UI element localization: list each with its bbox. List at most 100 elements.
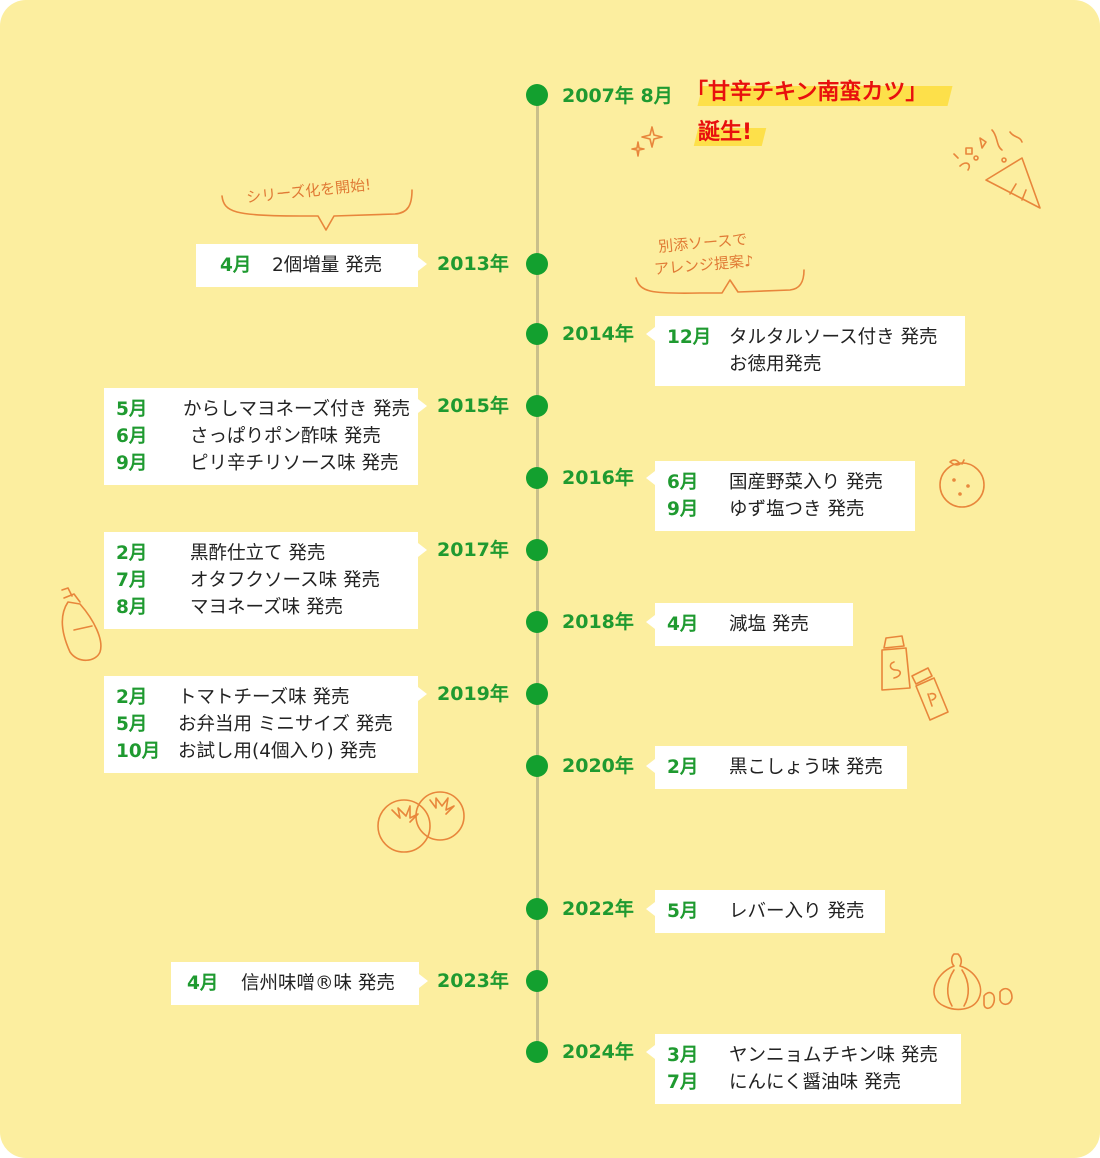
event-month: 4月 bbox=[187, 973, 219, 994]
event-text: お弁当用 ミニサイズ 発売 bbox=[178, 714, 393, 735]
event-row: 12月タルタルソース付き 発売 bbox=[667, 324, 957, 351]
event-box: 4月減塩 発売 bbox=[655, 603, 853, 646]
event-row: 10月お試し用(4個入り) 発売 bbox=[116, 738, 410, 765]
tomato-icon bbox=[377, 791, 465, 853]
event-text: レバー入り 発売 bbox=[729, 901, 865, 922]
event-text: タルタルソース付き 発売 bbox=[729, 327, 938, 348]
timeline-dot-2013 bbox=[526, 253, 548, 275]
event-text: オタフクソース味 発売 bbox=[190, 570, 380, 591]
event-pointer bbox=[418, 399, 427, 413]
event-box: 12月タルタルソース付き 発売お徳用発売 bbox=[655, 316, 965, 386]
timeline-dot-2016 bbox=[526, 467, 548, 489]
timeline-dot-2022 bbox=[526, 898, 548, 920]
event-month: 4月 bbox=[220, 255, 252, 276]
salt-pepper-icon bbox=[881, 635, 949, 721]
event-pointer bbox=[646, 471, 655, 485]
year-label: 2014年 bbox=[562, 323, 634, 345]
year-label: 2018年 bbox=[562, 611, 634, 633]
event-text: 国産野菜入り 発売 bbox=[729, 472, 883, 493]
timeline-dot-2014 bbox=[526, 323, 548, 345]
event-pointer bbox=[419, 974, 428, 988]
event-month: 6月 bbox=[116, 426, 148, 447]
event-row: 4月 信州味噌®味 発売 bbox=[187, 970, 411, 997]
event-pointer bbox=[418, 687, 427, 701]
event-row: 5月 お弁当用 ミニサイズ 発売 bbox=[116, 711, 410, 738]
note-series: シリーズ化を開始! bbox=[245, 175, 372, 207]
event-row: 2月 トマトチーズ味 発売 bbox=[116, 684, 410, 711]
event-row: 2月 黒こしょう味 発売 bbox=[667, 754, 899, 781]
event-pointer bbox=[646, 327, 655, 341]
event-row: お徳用発売 bbox=[667, 351, 957, 378]
event-month: 9月 bbox=[667, 499, 699, 520]
garlic-icon bbox=[933, 953, 1013, 1011]
event-row: 6月 さっぱりポン酢味 発売 bbox=[116, 423, 410, 450]
timeline-dot-2015 bbox=[526, 395, 548, 417]
event-row: 5月 からしマヨネーズ付き 発売 bbox=[116, 396, 410, 423]
mayonnaise-bottle-icon bbox=[61, 587, 102, 662]
event-pointer bbox=[646, 1045, 655, 1059]
event-month: 3月 bbox=[667, 1045, 699, 1066]
timeline-dot-2017 bbox=[526, 539, 548, 561]
event-text: 黒酢仕立て 発売 bbox=[190, 543, 326, 564]
event-text: さっぱりポン酢味 発売 bbox=[190, 426, 381, 447]
event-text: 黒こしょう味 発売 bbox=[729, 757, 883, 778]
event-month: 5月 bbox=[116, 714, 148, 735]
event-box: 5月 からしマヨネーズ付き 発売 6月 さっぱりポン酢味 発売 9月 ピリ辛チリソース味 … bbox=[104, 388, 418, 485]
event-month: 8月 bbox=[116, 597, 148, 618]
note-series-bracket bbox=[221, 189, 413, 231]
event-month: 2月 bbox=[116, 687, 148, 708]
year-label: 2013年 bbox=[437, 253, 509, 275]
event-row: 6月国産野菜入り 発売 bbox=[667, 469, 907, 496]
event-month: 5月 bbox=[667, 901, 699, 922]
event-box: 2月 黒こしょう味 発売 bbox=[655, 746, 907, 789]
timeline-dot-2018 bbox=[526, 611, 548, 633]
year-label: 2020年 bbox=[562, 755, 634, 777]
event-month: 2月 bbox=[116, 543, 148, 564]
year-label: 2023年 bbox=[437, 970, 509, 992]
year-label: 2015年 bbox=[437, 395, 509, 417]
event-row: 9月 ピリ辛チリソース味 発売 bbox=[116, 450, 410, 477]
event-month bbox=[667, 351, 729, 378]
origin-title-2: 誕生! bbox=[698, 120, 753, 145]
event-pointer bbox=[646, 902, 655, 916]
yuzu-icon bbox=[939, 459, 985, 508]
timeline-dot-2024 bbox=[526, 1041, 548, 1063]
event-row: 7月 オタフクソース味 発売 bbox=[116, 567, 410, 594]
event-month: 5月 bbox=[116, 399, 148, 420]
event-text: ピリ辛チリソース味 発売 bbox=[190, 453, 399, 474]
event-month: 2月 bbox=[667, 757, 699, 778]
year-label: 2017年 bbox=[437, 539, 509, 561]
timeline-dot-2023 bbox=[526, 970, 548, 992]
event-pointer bbox=[646, 759, 655, 773]
event-text: お試し用(4個入り) 発売 bbox=[178, 741, 377, 762]
timeline-dot-2007 bbox=[526, 84, 548, 106]
event-text: 減塩 発売 bbox=[729, 614, 809, 635]
event-text: 信州味噌®味 発売 bbox=[241, 973, 395, 994]
event-text: トマトチーズ味 発売 bbox=[178, 687, 350, 708]
event-pointer bbox=[646, 615, 655, 629]
event-row: 7月 にんにく醤油味 発売 bbox=[667, 1069, 953, 1096]
year-label: 2024年 bbox=[562, 1041, 634, 1063]
event-box: 2月 トマトチーズ味 発売 5月 お弁当用 ミニサイズ 発売 10月お試し用(4個入り)… bbox=[104, 676, 418, 773]
timeline-dot-2019 bbox=[526, 683, 548, 705]
party-popper-icon bbox=[953, 129, 1041, 209]
timeline-dot-2020 bbox=[526, 755, 548, 777]
event-month: 7月 bbox=[667, 1072, 699, 1093]
event-box: 5月 レバー入り 発売 bbox=[655, 890, 885, 933]
event-text: にんにく醤油味 発売 bbox=[729, 1072, 902, 1093]
event-row: 2月 黒酢仕立て 発売 bbox=[116, 540, 410, 567]
event-text: お徳用発売 bbox=[729, 354, 822, 375]
note-sauce-bracket bbox=[635, 269, 805, 295]
event-month: 9月 bbox=[116, 453, 148, 474]
event-row: 9月ゆず塩つき 発売 bbox=[667, 496, 907, 523]
event-month: 7月 bbox=[116, 570, 148, 591]
event-box: 3月 ヤンニョムチキン味 発売 7月 にんにく醤油味 発売 bbox=[655, 1034, 961, 1104]
event-text: からしマヨネーズ付き 発売 bbox=[183, 399, 410, 420]
event-text: ヤンニョムチキン味 発売 bbox=[729, 1045, 938, 1066]
year-label: 2022年 bbox=[562, 898, 634, 920]
year-label: 2019年 bbox=[437, 683, 509, 705]
event-row: 5月 レバー入り 発売 bbox=[667, 898, 877, 925]
